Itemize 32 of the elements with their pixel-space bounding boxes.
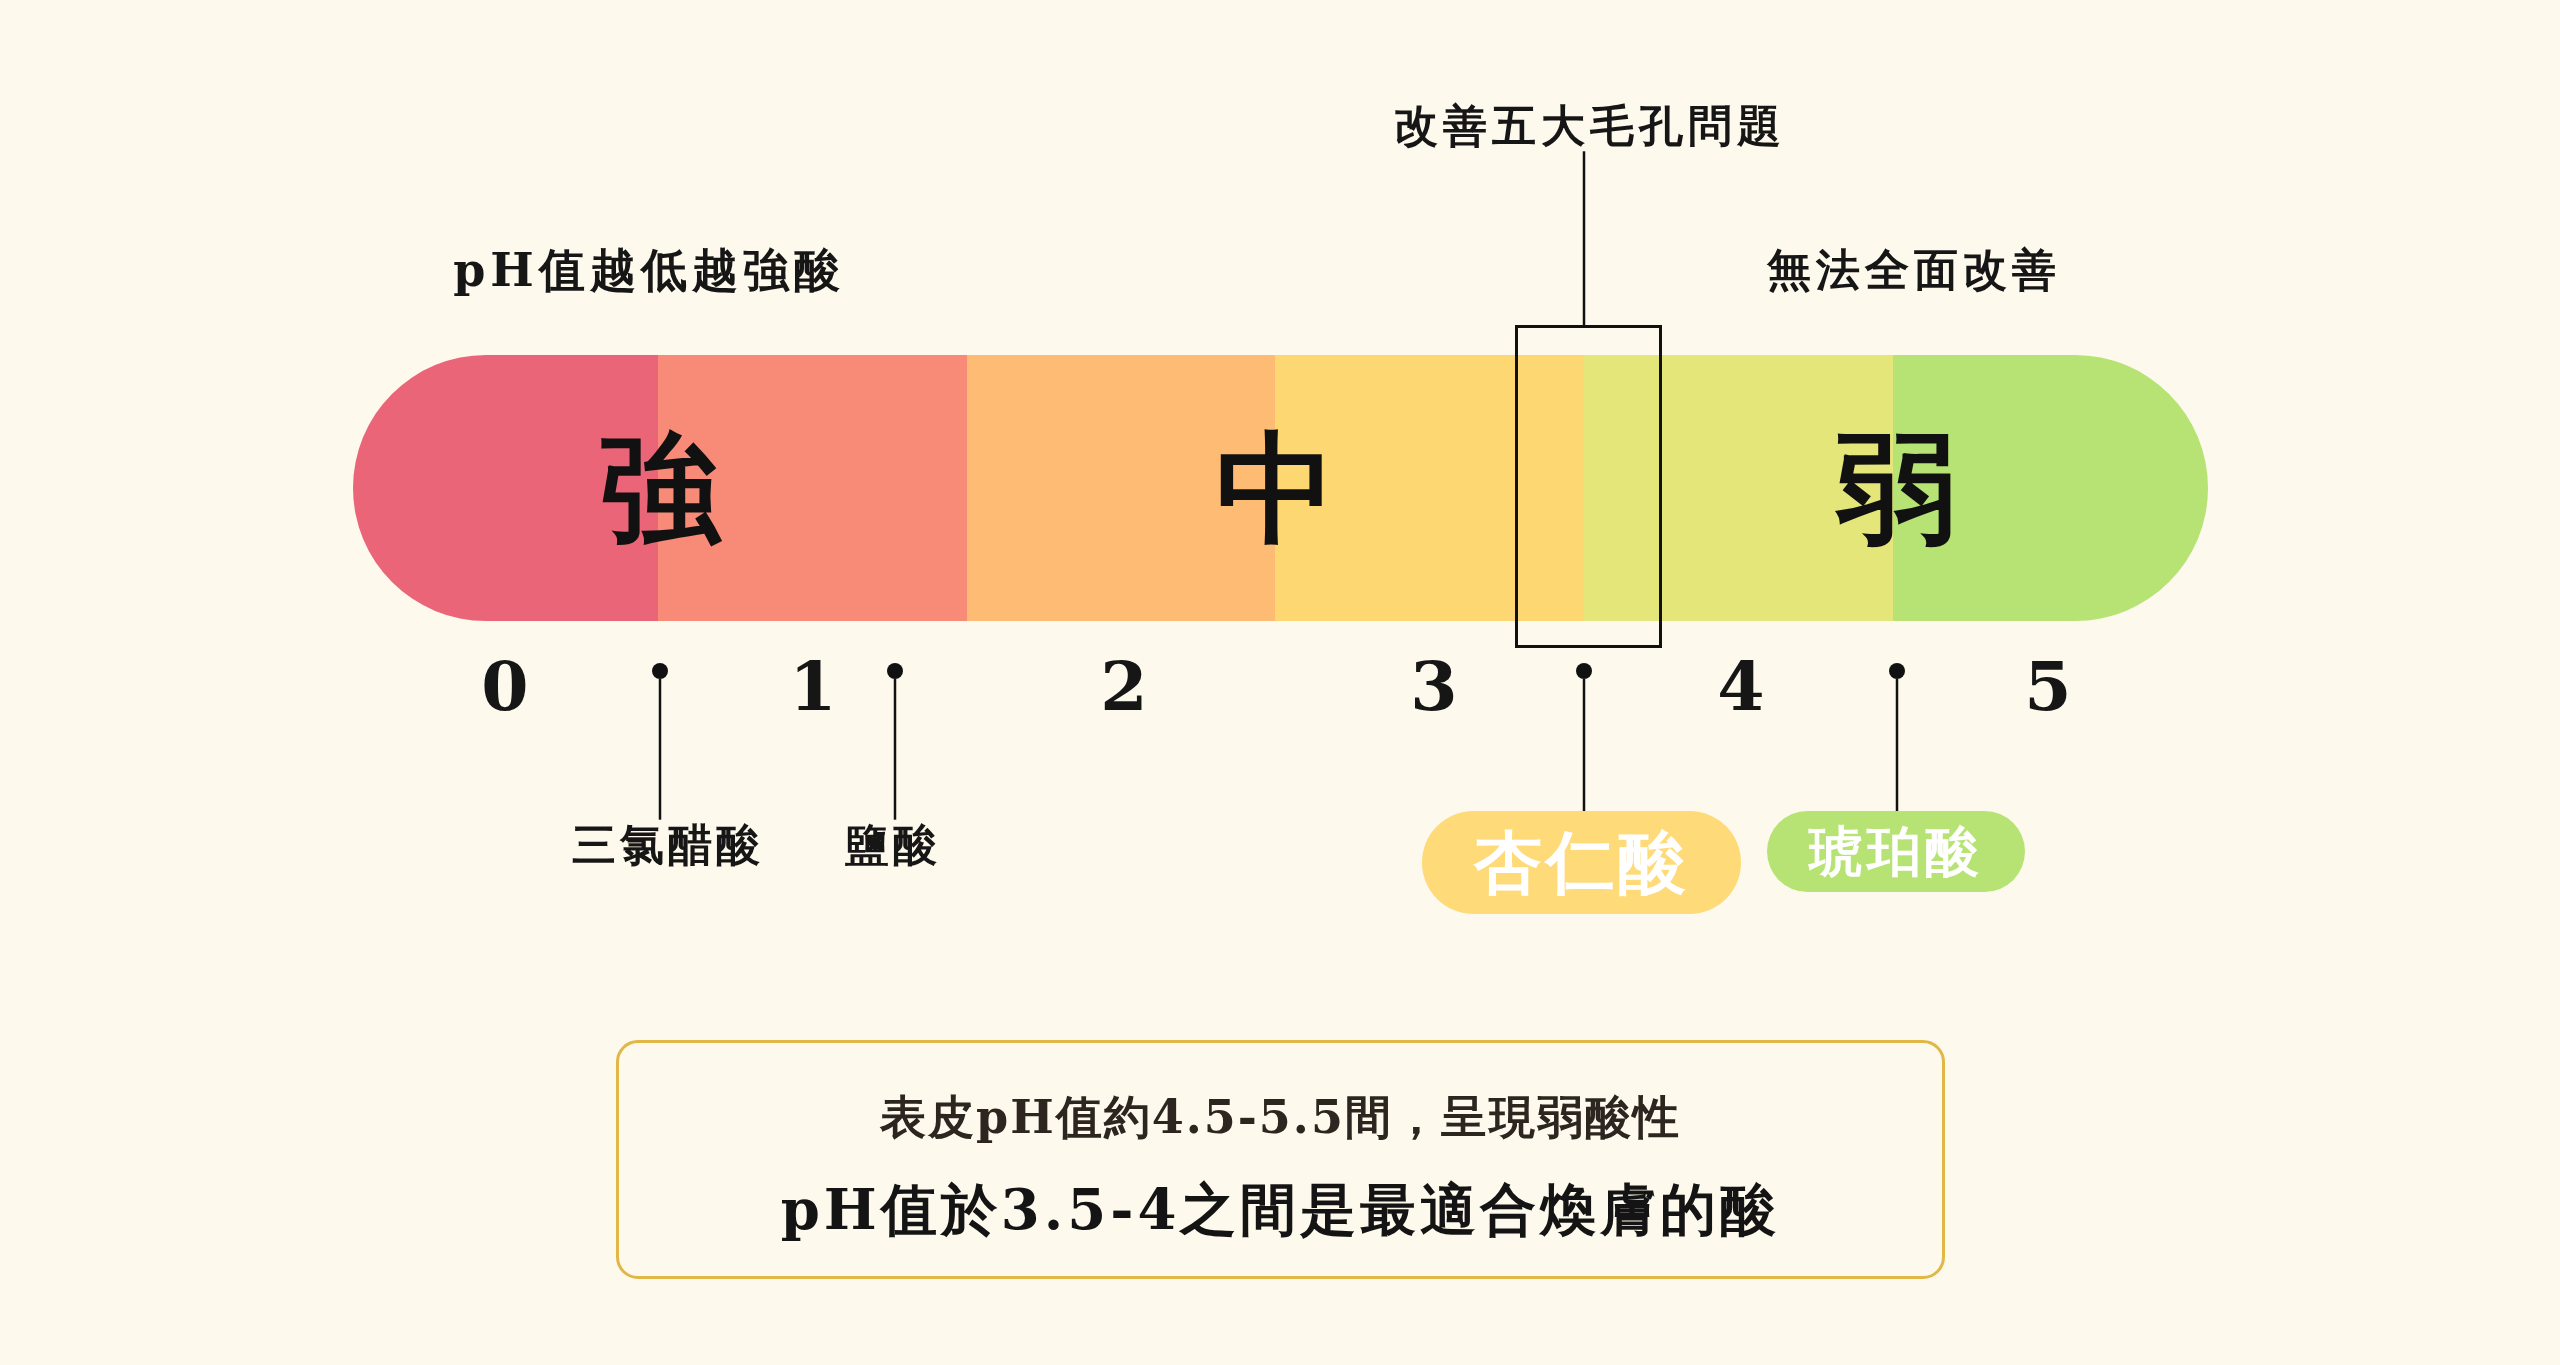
note-panel bbox=[616, 1040, 1945, 1279]
dot-icon bbox=[652, 663, 668, 679]
highlight-frame bbox=[1515, 325, 1662, 648]
acid-label: 三氯醋酸 bbox=[572, 819, 764, 871]
scale-zone-label: 強 bbox=[600, 425, 720, 551]
scale-band bbox=[1584, 355, 2208, 621]
scale-number: 0 bbox=[481, 646, 529, 726]
acid-tag: 杏仁酸 bbox=[1422, 811, 1741, 914]
note-text: 表皮pH值約4.5-5.5間，呈現弱酸性 bbox=[880, 1090, 1681, 1144]
scale-band bbox=[353, 355, 967, 621]
leader-line bbox=[893, 679, 897, 820]
annotation-text: 無法全面改善 bbox=[1767, 244, 2061, 296]
dot-icon bbox=[1889, 663, 1905, 679]
note-text: pH值於3.5-4之間是最適合煥膚的酸 bbox=[780, 1176, 1781, 1242]
dot-icon bbox=[1576, 663, 1592, 679]
scale-number: 1 bbox=[789, 646, 837, 726]
scale-zone-label: 弱 bbox=[1836, 425, 1956, 551]
leader-line bbox=[1582, 151, 1586, 325]
acid-label: 鹽酸 bbox=[845, 819, 941, 871]
leader-line bbox=[1582, 679, 1586, 811]
leader-line bbox=[1895, 679, 1899, 811]
leader-line bbox=[658, 679, 662, 820]
scale-number: 5 bbox=[2024, 646, 2072, 726]
acid-tag: 琥珀酸 bbox=[1767, 811, 2025, 892]
scale-number: 3 bbox=[1410, 646, 1458, 726]
scale-number: 4 bbox=[1717, 646, 1765, 726]
scale-band bbox=[967, 355, 1584, 621]
annotation-text: pH值越低越強酸 bbox=[453, 243, 845, 297]
scale-number: 2 bbox=[1100, 646, 1148, 726]
callout-text: 改善五大毛孔問題 bbox=[1394, 100, 1786, 152]
scale-zone-label: 中 bbox=[1215, 425, 1336, 551]
dot-icon bbox=[887, 663, 903, 679]
